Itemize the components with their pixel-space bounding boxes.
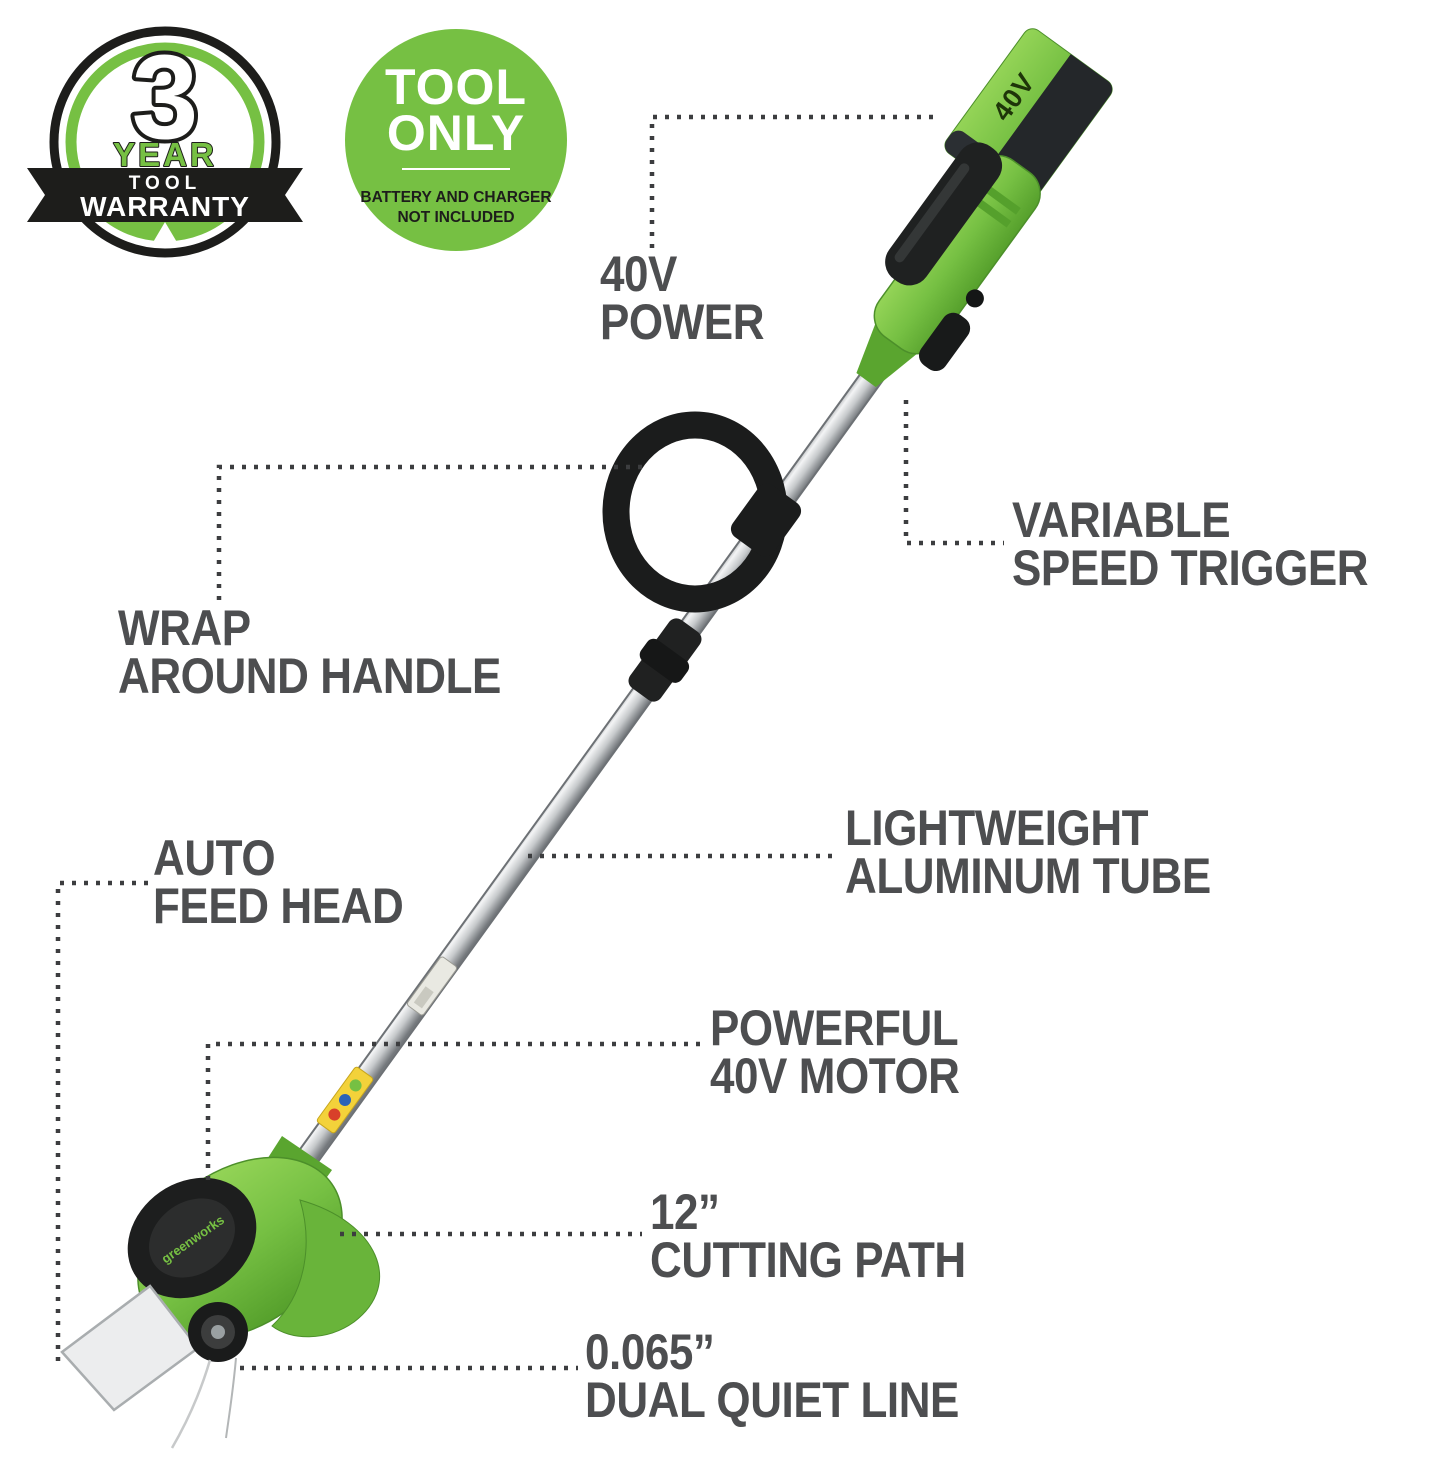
callout-line1: AUTO xyxy=(153,830,276,886)
sticker-dot-blue xyxy=(339,1094,351,1106)
trimmer-line-left xyxy=(170,1359,212,1449)
callout-line1: 12” xyxy=(650,1184,720,1240)
housing-neck xyxy=(856,318,921,388)
warning-label-mark xyxy=(413,986,434,1009)
callout-wrap-around-handle: WRAP AROUND HANDLE xyxy=(118,600,501,704)
callout-line2: ALUMINUM TUBE xyxy=(845,848,1211,904)
tool-only-line1: TOOL xyxy=(385,59,527,115)
shaft-coupler xyxy=(628,618,702,702)
tool-only-note1: BATTERY AND CHARGER xyxy=(360,189,551,206)
warranty-year-label: YEAR xyxy=(113,136,217,173)
tool-only-note2: NOT INCLUDED xyxy=(397,209,514,226)
grip-highlight xyxy=(894,163,970,263)
callout-line1: VARIABLE xyxy=(1012,492,1231,548)
handle-clamp-body xyxy=(730,483,802,557)
motor-housing-assembly: 40V xyxy=(856,28,1113,388)
warranty-badge: 3 YEAR TOOL WARRANTY xyxy=(27,26,303,258)
tool-only-badge: TOOL ONLY BATTERY AND CHARGER NOT INCLUD… xyxy=(345,29,567,251)
leader-trigger xyxy=(903,400,1004,546)
callout-line2: 40V MOTOR xyxy=(710,1048,960,1104)
leader-power xyxy=(649,114,934,248)
callout-12in-cutting-path: 12” CUTTING PATH xyxy=(650,1184,966,1288)
handle-grip xyxy=(885,142,1003,286)
motor-cap: greenworks xyxy=(127,1177,257,1299)
trigger xyxy=(918,312,971,372)
trimmer-line-right xyxy=(225,1357,237,1439)
callout-line1: 40V xyxy=(600,246,677,302)
badge-notch xyxy=(152,222,178,244)
callout-40v-power: 40V POWER xyxy=(600,246,765,350)
callout-variable-speed-trigger: VARIABLE SPEED TRIGGER xyxy=(1012,492,1369,596)
warranty-ribbon-line2: WARRANTY xyxy=(80,191,250,222)
callout-line2: AROUND HANDLE xyxy=(118,648,501,704)
leader-feed-head xyxy=(55,880,148,1364)
callout-lightweight-aluminum-tube: LIGHTWEIGHT ALUMINUM TUBE xyxy=(845,800,1211,904)
leader-motor xyxy=(205,1041,700,1180)
tool-only-circle xyxy=(345,29,567,251)
callout-dual-quiet-line: 0.065” DUAL QUIET LINE xyxy=(585,1324,959,1428)
callout-line1: WRAP xyxy=(118,600,251,656)
callout-leaders xyxy=(55,114,1004,1371)
leader-wrap-handle xyxy=(216,464,642,600)
callout-line2: POWER xyxy=(600,294,765,350)
sticker-dot-red xyxy=(328,1108,341,1121)
warranty-ribbon-line1: TOOL xyxy=(129,173,201,194)
motor-cap-inner xyxy=(149,1198,235,1278)
sticker-dot-green xyxy=(349,1079,362,1092)
callout-line2: FEED HEAD xyxy=(153,878,404,934)
trimmer-head: greenworks xyxy=(60,1136,381,1449)
warranty-ribbon xyxy=(27,168,303,222)
shaft-tube xyxy=(290,350,894,1178)
brand-sticker xyxy=(316,1066,374,1134)
callout-line1: LIGHTWEIGHT xyxy=(845,800,1149,856)
trigger-lock-button xyxy=(965,289,984,308)
callout-line2: CUTTING PATH xyxy=(650,1232,966,1288)
callout-line2: DUAL QUIET LINE xyxy=(585,1372,959,1428)
callout-auto-feed-head: AUTO FEED HEAD xyxy=(153,830,404,934)
spool-hub xyxy=(211,1325,225,1339)
warning-label xyxy=(406,956,458,1016)
callout-line1: POWERFUL xyxy=(710,1000,959,1056)
callout-powerful-40v-motor: POWERFUL 40V MOTOR xyxy=(710,1000,960,1104)
tool-only-line2: ONLY xyxy=(387,105,525,161)
handle-clamp xyxy=(730,483,802,557)
coupler-knob xyxy=(639,638,690,683)
callout-line2: SPEED TRIGGER xyxy=(1012,540,1369,596)
callout-line1: 0.065” xyxy=(585,1324,715,1380)
warranty-number: 3 xyxy=(132,30,199,164)
